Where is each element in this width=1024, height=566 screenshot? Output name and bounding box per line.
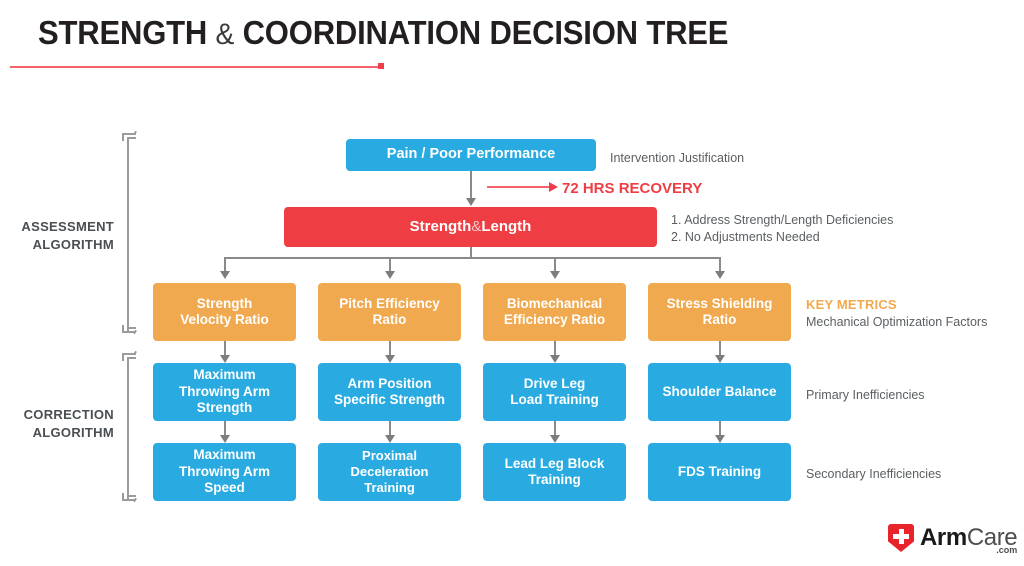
correction-bracket-stem (127, 358, 129, 500)
node-strength-and-length-part1: Strength (409, 217, 472, 235)
annotation-assessment-note-2: 2. No Adjustments Needed (671, 230, 820, 244)
node-metric-1[interactable]: Strength Velocity Ratio (153, 283, 296, 341)
assessment-bracket-cap-bottom (122, 325, 140, 335)
node-secondary-1[interactable]: Maximum Throwing Arm Speed (153, 443, 296, 501)
node-secondary-4[interactable]: FDS Training (648, 443, 791, 501)
page-title-part2: COORDINATION DECISION TREE (234, 14, 729, 51)
logo-wordmark: ArmCare .com (920, 524, 1018, 555)
recovery-arrow-line (487, 186, 549, 188)
logo-care-text: Care (966, 524, 1018, 551)
arrowhead-metric-2-to-primary (385, 355, 395, 363)
assessment-bracket-cap-top (122, 130, 140, 141)
recovery-label: 72 HRS RECOVERY (562, 180, 703, 197)
annotation-key-metrics-sub: Mechanical Optimization Factors (806, 315, 988, 329)
cross-horizontal-bar (893, 534, 909, 539)
title-underline-dot (378, 63, 384, 69)
annotation-primary-inefficiencies: Primary Inefficiencies (806, 388, 925, 402)
annotation-key-metrics-title: KEY METRICS (806, 297, 897, 312)
connector-metric-3-to-primary (554, 341, 556, 359)
arrowhead-branch-3 (550, 271, 560, 279)
arrowhead-branch-1 (220, 271, 230, 279)
branch-horizontal-bus (224, 257, 720, 259)
node-strength-and-length-part2: Length (481, 217, 532, 235)
connector-metric-2-to-primary (389, 341, 391, 359)
arrowhead-branch-4 (715, 271, 725, 279)
node-primary-3[interactable]: Drive Leg Load Training (483, 363, 626, 421)
annotation-secondary-inefficiencies: Secondary Inefficiencies (806, 467, 942, 481)
arrowhead-primary-1-to-secondary (220, 435, 230, 443)
connector-metric-1-to-primary (224, 341, 226, 359)
connector-primary-1-to-secondary (224, 421, 226, 439)
annotation-assessment-note-1: 1. Address Strength/Length Deficiencies (671, 213, 894, 227)
correction-bracket-cap-bottom (122, 493, 140, 503)
node-metric-2[interactable]: Pitch Efficiency Ratio (318, 283, 461, 341)
arrowhead-primary-3-to-secondary (550, 435, 560, 443)
arrowhead-branch-2 (385, 271, 395, 279)
branch-drop-3 (554, 257, 556, 275)
node-primary-2[interactable]: Arm Position Specific Strength (318, 363, 461, 421)
side-label-assessment: ASSESSMENT ALGORITHM (21, 219, 114, 252)
connector-primary-4-to-secondary (719, 421, 721, 439)
branch-drop-1 (224, 257, 226, 275)
node-metric-3[interactable]: Biomechanical Efficiency Ratio (483, 283, 626, 341)
connector-primary-3-to-secondary (554, 421, 556, 439)
node-primary-4[interactable]: Shoulder Balance (648, 363, 791, 421)
assessment-bracket-stem (127, 138, 129, 332)
branch-trunk (470, 247, 472, 259)
node-pain-poor-performance[interactable]: Pain / Poor Performance (346, 139, 596, 171)
page-title-ampersand: & (215, 18, 235, 51)
arrowhead-metric-1-to-primary (220, 355, 230, 363)
connector-metric-4-to-primary (719, 341, 721, 359)
node-secondary-2[interactable]: Proximal Deceleration Training (318, 443, 461, 501)
correction-bracket-cap-top (122, 350, 140, 361)
node-primary-1[interactable]: Maximum Throwing Arm Strength (153, 363, 296, 421)
node-secondary-3[interactable]: Lead Leg Block Training (483, 443, 626, 501)
connector-primary-2-to-secondary (389, 421, 391, 439)
branch-drop-2 (389, 257, 391, 275)
node-metric-4[interactable]: Stress Shielding Ratio (648, 283, 791, 341)
shield-cross-icon (888, 524, 914, 552)
arrowhead-primary-4-to-secondary (715, 435, 725, 443)
logo-arm-text: Arm (920, 524, 967, 551)
recovery-arrowhead (549, 182, 558, 192)
connector-root-to-assessment (470, 171, 472, 202)
node-strength-and-length-ampersand: & (471, 217, 482, 235)
side-label-correction: CORRECTION ALGORITHM (23, 407, 114, 440)
branch-drop-4 (719, 257, 721, 275)
node-strength-and-length[interactable]: Strength & Length (284, 207, 657, 247)
page-title: STRENGTH & COORDINATION DECISION TREE (38, 14, 729, 52)
logo-com-text: .com (996, 545, 1018, 555)
arrowhead-metric-3-to-primary (550, 355, 560, 363)
arrowhead-metric-4-to-primary (715, 355, 725, 363)
annotation-intervention-justification: Intervention Justification (610, 151, 745, 165)
armcare-logo: ArmCare .com (888, 524, 1018, 555)
arrowhead-root-to-assessment (466, 198, 476, 206)
arrowhead-primary-2-to-secondary (385, 435, 395, 443)
title-underline-rule (10, 66, 382, 68)
page-title-part1: STRENGTH (38, 14, 216, 51)
